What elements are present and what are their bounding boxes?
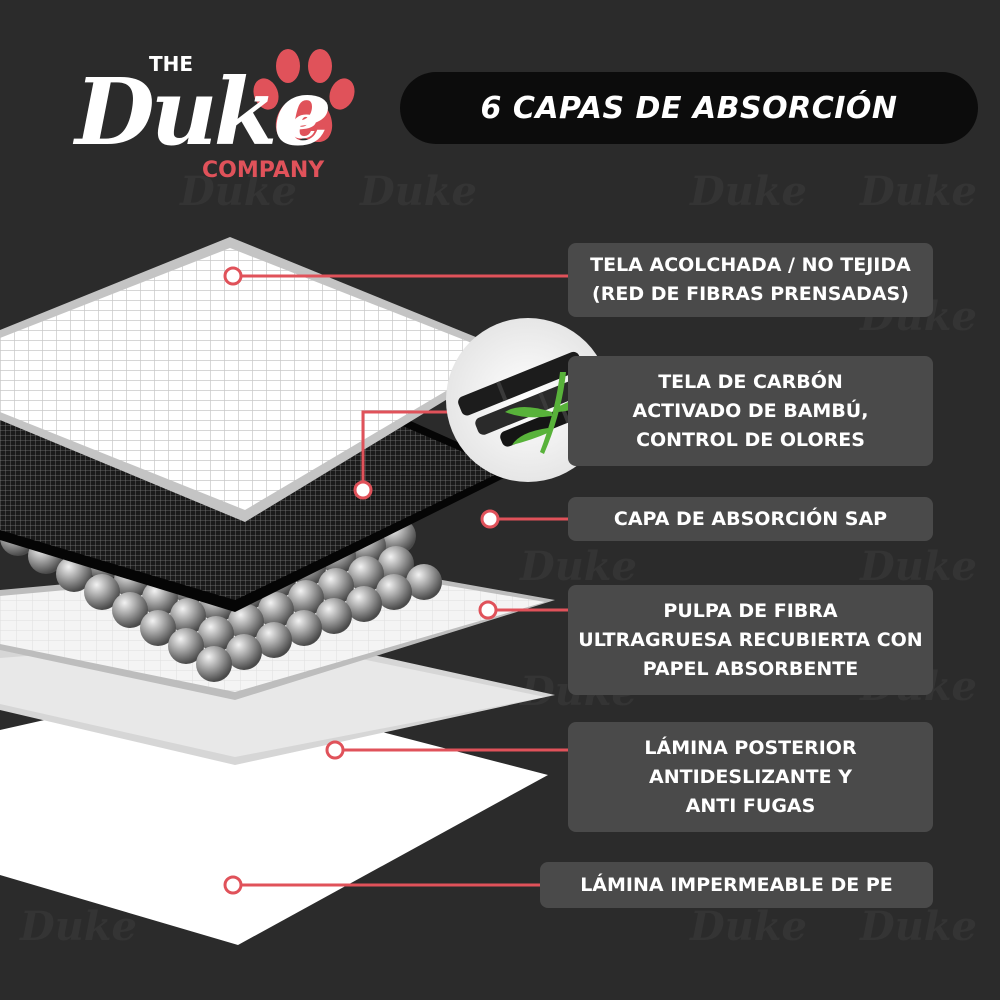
sap-ball <box>378 546 414 582</box>
sap-ball <box>286 610 322 646</box>
paw-icon: e <box>253 49 355 149</box>
label-back-sheet: LÁMINA POSTERIOR ANTIDESLIZANTE Y ANTI F… <box>568 722 933 832</box>
sap-ball <box>316 598 352 634</box>
svg-text:Duke: Duke <box>179 168 297 215</box>
label-charcoal-mesh: TELA DE CARBÓN ACTIVADO DE BAMBÚ, CONTRO… <box>568 356 933 466</box>
svg-text:Duke: Duke <box>859 903 977 950</box>
svg-text:Duke: Duke <box>689 903 807 950</box>
sap-ball <box>346 586 382 622</box>
svg-text:Duke: Duke <box>359 168 477 215</box>
sap-ball <box>84 574 120 610</box>
brand-company: COMPANY <box>202 158 325 183</box>
sap-ball <box>168 628 204 664</box>
svg-text:Duke: Duke <box>859 168 977 215</box>
sap-ball <box>318 568 354 604</box>
page-title: 6 CAPAS DE ABSORCIÓN <box>400 72 978 144</box>
label-pulp: PULPA DE FIBRA ULTRAGRUESA RECUBIERTA CO… <box>568 585 933 695</box>
watermark-pattern: Duke Duke Duke Duke Duke Duke Duke Duke … <box>19 168 977 950</box>
connector-lines <box>233 274 580 887</box>
sap-ball <box>226 634 262 670</box>
brand-name: Duke <box>75 58 332 166</box>
layer-sap-balls <box>0 482 442 682</box>
sap-ball <box>258 592 294 628</box>
connector-dots <box>223 266 500 895</box>
sap-ball <box>198 616 234 652</box>
svg-text:Duke: Duke <box>859 543 977 590</box>
sap-ball <box>376 574 412 610</box>
svg-text:Duke: Duke <box>519 543 637 590</box>
sap-ball <box>112 592 148 628</box>
sap-ball <box>196 646 232 682</box>
sap-ball <box>256 622 292 658</box>
brand-logo: e THE Duke COMPANY <box>40 40 355 200</box>
svg-text:e: e <box>290 98 318 149</box>
label-quilted-top: TELA ACOLCHADA / NO TEJIDA (RED DE FIBRA… <box>568 243 933 317</box>
sap-ball <box>348 556 384 592</box>
sap-ball <box>288 580 324 616</box>
label-pe-sheet: LÁMINA IMPERMEABLE DE PE <box>540 862 933 908</box>
sap-ball <box>228 604 264 640</box>
sap-ball <box>140 610 176 646</box>
label-sap-layer: CAPA DE ABSORCIÓN SAP <box>568 497 933 541</box>
svg-text:Duke: Duke <box>689 168 807 215</box>
svg-text:Duke: Duke <box>19 903 137 950</box>
sap-ball <box>406 564 442 600</box>
sap-ball <box>170 598 206 634</box>
brand-the: THE <box>149 52 194 76</box>
